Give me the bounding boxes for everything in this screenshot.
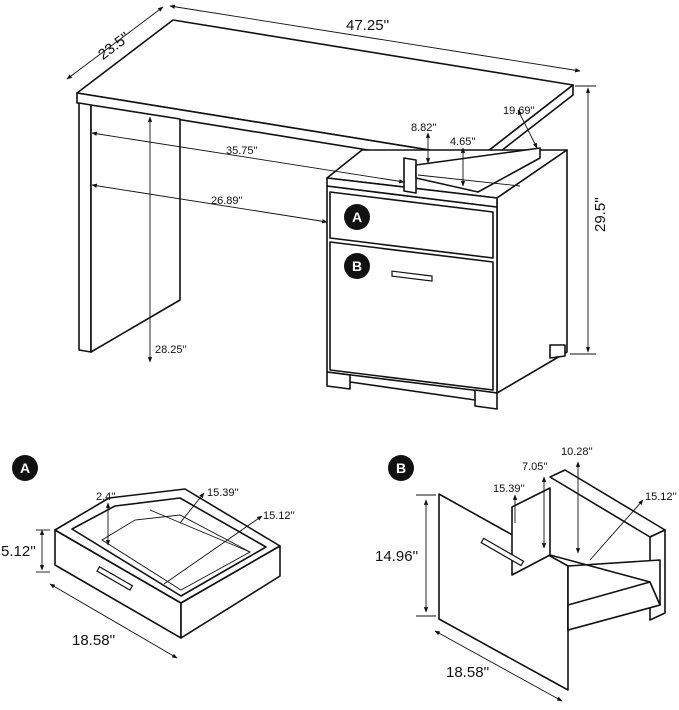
badge-letter: B [352, 258, 362, 274]
width-label: 47.25'' [346, 17, 389, 34]
span-dimension-line [91, 131, 405, 184]
drawer-b-floor-edge [549, 554, 651, 583]
left-leg-front [78, 102, 92, 353]
drawer-b-width-label: 15.39'' [493, 483, 525, 495]
drawer-a-front-line [49, 583, 178, 659]
shelf-reference-line [417, 174, 521, 187]
badge-a-main: A [344, 204, 370, 230]
badge-b-detail: B [388, 455, 414, 481]
drawer-b-handle [391, 270, 433, 282]
shelf-gap-label: 4.65'' [450, 136, 476, 148]
cabinet-base-line [349, 381, 476, 401]
main-dimension-lines [66, 4, 596, 363]
drawer-b-detail [416, 461, 666, 702]
drawer-b-front-label: 18.58'' [446, 664, 489, 681]
drawer-b-top-label: 10.28'' [561, 446, 593, 458]
width-dimension-line [169, 4, 581, 73]
badge-a-detail: A [12, 455, 38, 481]
cabinet-foot-back [549, 344, 566, 359]
desk-illustration [76, 19, 574, 410]
shelf-height-label: 8.82'' [411, 122, 437, 134]
depth-dimension-line [66, 6, 164, 80]
drawer-b-bottom [567, 581, 661, 631]
badge-letter: A [352, 209, 362, 225]
drawer-b-front [329, 241, 494, 391]
drawer-b-height-label: 14.96'' [375, 548, 418, 565]
drawer-b-length-label: 15.12'' [645, 491, 677, 503]
drawer-b-depth-label: 7.05'' [522, 461, 548, 473]
drawer-a-depth-label: 2.4'' [96, 491, 116, 503]
badge-letter: A [20, 460, 30, 476]
knee-height-label: 28.25'' [155, 344, 187, 356]
drawer-a-length-line [163, 515, 263, 585]
badge-circle [344, 204, 370, 230]
desk-span-label: 35.75'' [226, 145, 258, 157]
shelf-depth-dimension-line [517, 109, 538, 149]
knee-width-dimension-line [91, 183, 328, 224]
drawer-b-detail-handle [480, 537, 525, 567]
drawer-a-side [180, 545, 281, 639]
badge-circle [12, 455, 38, 481]
left-leg-side [90, 104, 181, 353]
badge-circle [388, 455, 414, 481]
height-label: 29.5'' [592, 197, 609, 232]
drawer-a-width-label: 15.39'' [207, 487, 239, 499]
cabinet-foot-left [326, 371, 351, 390]
drawer-a-height-label: 5.12'' [1, 543, 36, 560]
drawer-a-width-line [179, 492, 205, 524]
drawer-a-width-ref [149, 509, 251, 553]
raised-shelf [415, 147, 541, 193]
shelf-post [403, 157, 417, 194]
drawer-b-length-line [589, 499, 644, 561]
drawer-a-front-label: 18.58'' [72, 632, 115, 649]
shelf-depth-label: 19.69'' [503, 105, 535, 117]
drawer-a-detail [36, 488, 281, 659]
badge-b-main: B [344, 253, 370, 279]
drawer-b-top-rail [549, 469, 666, 538]
drawer-b-front-line [434, 630, 563, 702]
knee-width-label: 26.89'' [211, 195, 243, 207]
drawer-a-length-label: 15.12'' [263, 510, 295, 522]
cabinet-foot-front [474, 389, 498, 410]
drawer-a-front [329, 191, 494, 259]
badge-letter: B [396, 460, 406, 476]
badge-circle [344, 253, 370, 279]
